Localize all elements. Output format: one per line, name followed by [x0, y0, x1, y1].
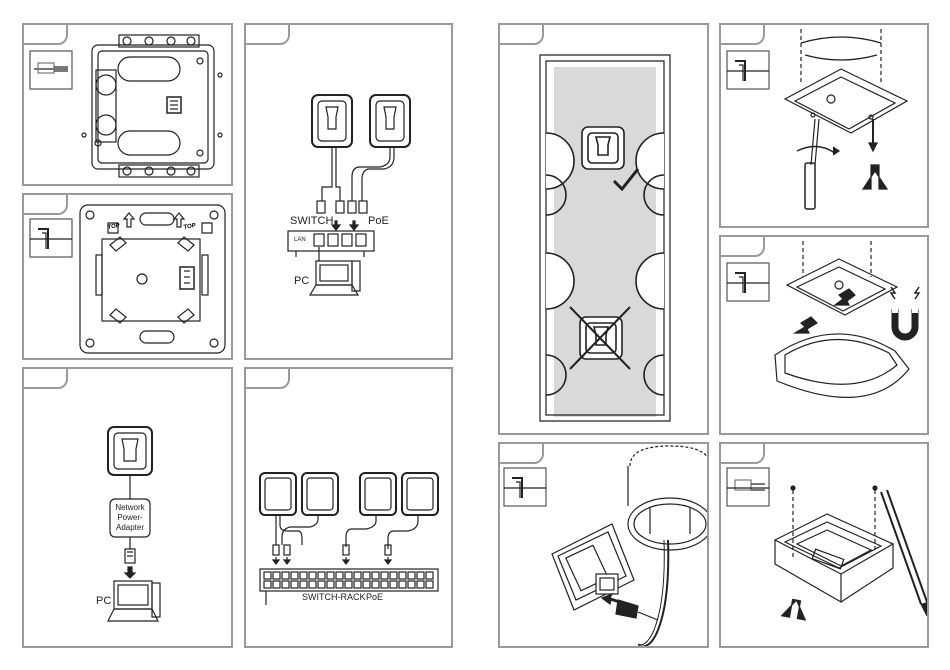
switch-rack-drawing — [246, 369, 453, 648]
mounting-plate-drawing: TOP TOP — [24, 195, 233, 360]
magnet-icon — [891, 287, 919, 337]
panel-power-adapter: Network Power- Adapter PC — [22, 367, 233, 648]
poe-label: PoE — [368, 215, 389, 227]
switch-label: SWITCH — [290, 215, 333, 227]
pc-label: PC — [294, 275, 309, 287]
sensor-good-position — [582, 127, 624, 169]
magnetic-cover-drawing — [721, 237, 929, 435]
panel-mounting-plate: TOP TOP — [22, 193, 233, 360]
box-top-view-drawing — [24, 25, 233, 186]
adapter-label-line: Network — [114, 503, 146, 513]
lan-label: LAN — [294, 237, 306, 243]
panel-cable-connection — [498, 442, 709, 648]
panel-ceiling-placement — [498, 23, 709, 435]
adapter-label-line: Power- — [114, 513, 146, 523]
panel-box-marking — [719, 442, 929, 648]
panel-switch-rack: SWITCH-RACK PoE — [244, 367, 453, 648]
switch-rack-label: SWITCH-RACK — [302, 592, 366, 602]
panel-magnetic-cover — [719, 235, 929, 435]
adapter-label-line: Adapter — [114, 523, 146, 533]
ceiling-placement-drawing — [500, 25, 709, 435]
panel-switch-poe: SWITCH PoE LAN PC — [244, 23, 453, 360]
top-label: TOP — [183, 223, 196, 231]
box-marking-drawing — [721, 444, 929, 648]
switch-poe-drawing — [246, 25, 453, 360]
screw-mounting-drawing — [721, 25, 929, 228]
cable-connection-drawing — [500, 444, 709, 648]
switch-rack-poe-label: PoE — [366, 592, 383, 602]
ceiling-area — [554, 67, 656, 417]
panel-screw-mounting — [719, 23, 929, 228]
pc-label: PC — [96, 595, 111, 607]
network-power-adapter-label: Network Power- Adapter — [114, 503, 146, 533]
panel-box-top-view — [22, 23, 233, 186]
